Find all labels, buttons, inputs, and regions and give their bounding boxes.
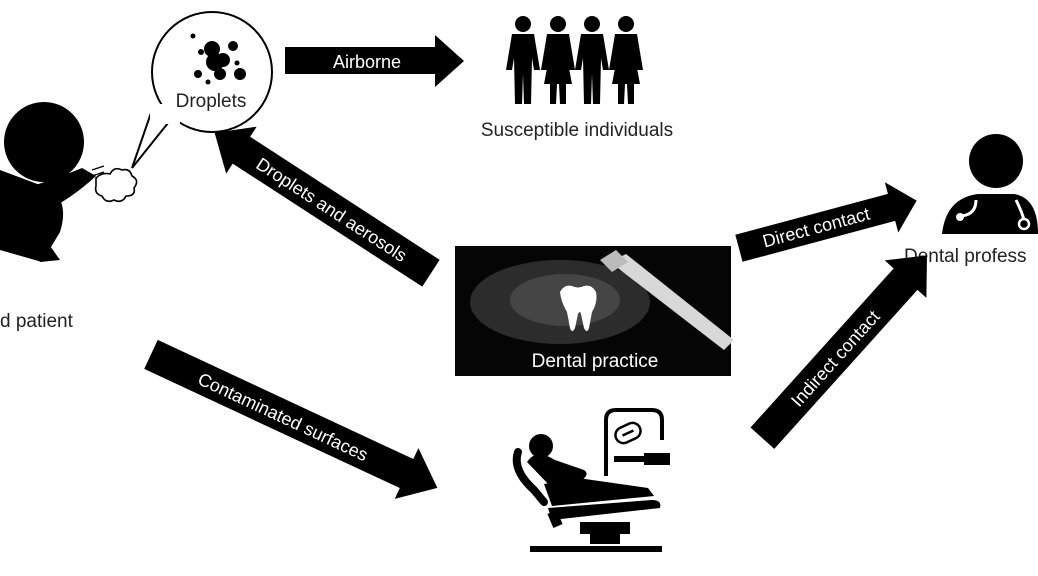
susceptible-label: Susceptible individuals [481,120,673,141]
contaminated-surfaces-arrow: Contaminated surfaces [144,339,438,499]
contaminated-surfaces-label: Contaminated surfaces [195,369,371,465]
indirect-contact-label: Indirect contact [787,307,884,411]
patient-label: d patient [0,311,74,332]
airborne-arrow: Airborne [285,35,464,87]
droplets-aerosols-label: Droplets and aerosols [253,154,411,266]
airborne-label: Airborne [333,52,401,72]
patient-coughing-icon [0,102,138,262]
practice-label: Dental practice [532,351,659,372]
indirect-contact-arrow: Indirect contact [750,255,927,449]
droplets-label: Droplets [176,91,247,112]
susceptible-individuals-icon [506,16,643,104]
droplets-bubble-icon [131,11,273,169]
dental-handpiece-tooth-icon [560,250,734,350]
dental-practice-panel: Dental practice [455,246,734,376]
professional-label: Dental profess [904,246,1027,267]
dental-chair-icon [512,408,670,552]
dental-professional-icon [942,134,1038,234]
direct-contact-arrow: Direct contact [735,182,917,262]
droplets-aerosols-arrow: Droplets and aerosols [214,126,440,287]
